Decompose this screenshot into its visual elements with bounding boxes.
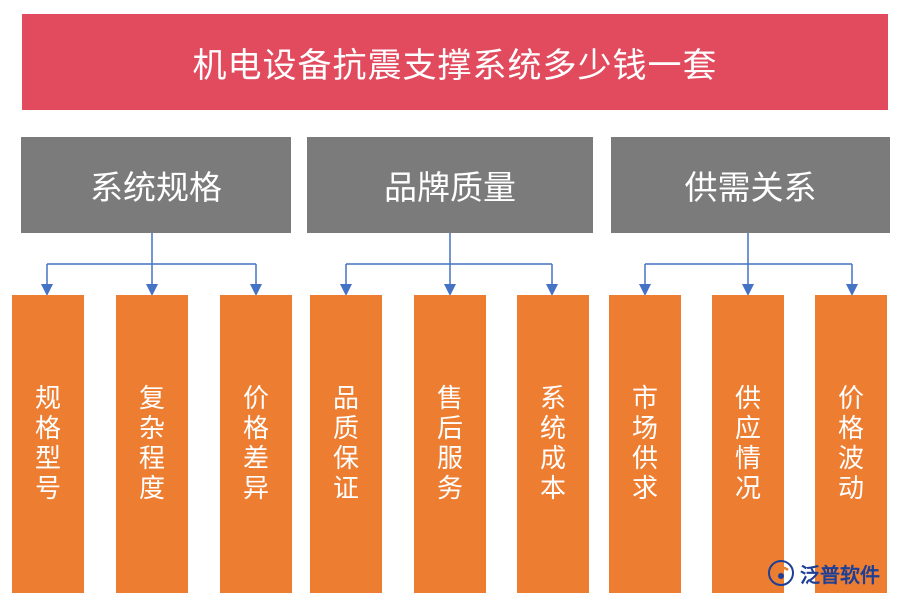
leaf-box: 系统成本 <box>517 295 589 593</box>
category-box-supply-demand: 供需关系 <box>611 137 890 233</box>
connector-group-2 <box>340 233 558 296</box>
category-label: 供需关系 <box>684 168 817 207</box>
leaf-label: 供应情况 <box>734 384 761 504</box>
fanpu-logo-icon <box>768 560 794 586</box>
category-box-system-spec: 系统规格 <box>21 137 291 233</box>
leaf-box: 市场供求 <box>609 295 681 593</box>
category-box-brand-quality: 品牌质量 <box>307 137 593 233</box>
leaf-label: 市场供求 <box>631 384 658 504</box>
diagram-title-box: 机电设备抗震支撑系统多少钱一套 <box>22 14 888 110</box>
leaf-box: 供应情况 <box>712 295 784 593</box>
watermark-logo: 泛普软件 <box>766 553 892 593</box>
diagram-title: 机电设备抗震支撑系统多少钱一套 <box>192 45 718 86</box>
leaf-label: 售后服务 <box>436 384 463 504</box>
category-label: 系统规格 <box>90 168 222 207</box>
leaf-label: 复杂程度 <box>138 384 165 504</box>
logo-text: 泛普软件 <box>800 562 880 587</box>
connector-group-3 <box>639 233 858 296</box>
leaf-label: 规格型号 <box>34 384 61 504</box>
connector-group-1 <box>41 233 262 296</box>
leaf-label: 价格波动 <box>837 384 864 504</box>
leaf-label: 系统成本 <box>539 384 566 504</box>
leaf-box: 售后服务 <box>414 295 486 593</box>
leaf-box: 价格波动 <box>815 295 887 593</box>
leaf-box: 品质保证 <box>310 295 382 593</box>
leaf-box: 规格型号 <box>12 295 84 593</box>
category-label: 品牌质量 <box>384 168 516 207</box>
leaf-label: 品质保证 <box>332 384 359 504</box>
leaf-label: 价格差异 <box>242 384 269 504</box>
leaf-box: 价格差异 <box>220 295 292 593</box>
leaf-box: 复杂程度 <box>116 295 188 593</box>
